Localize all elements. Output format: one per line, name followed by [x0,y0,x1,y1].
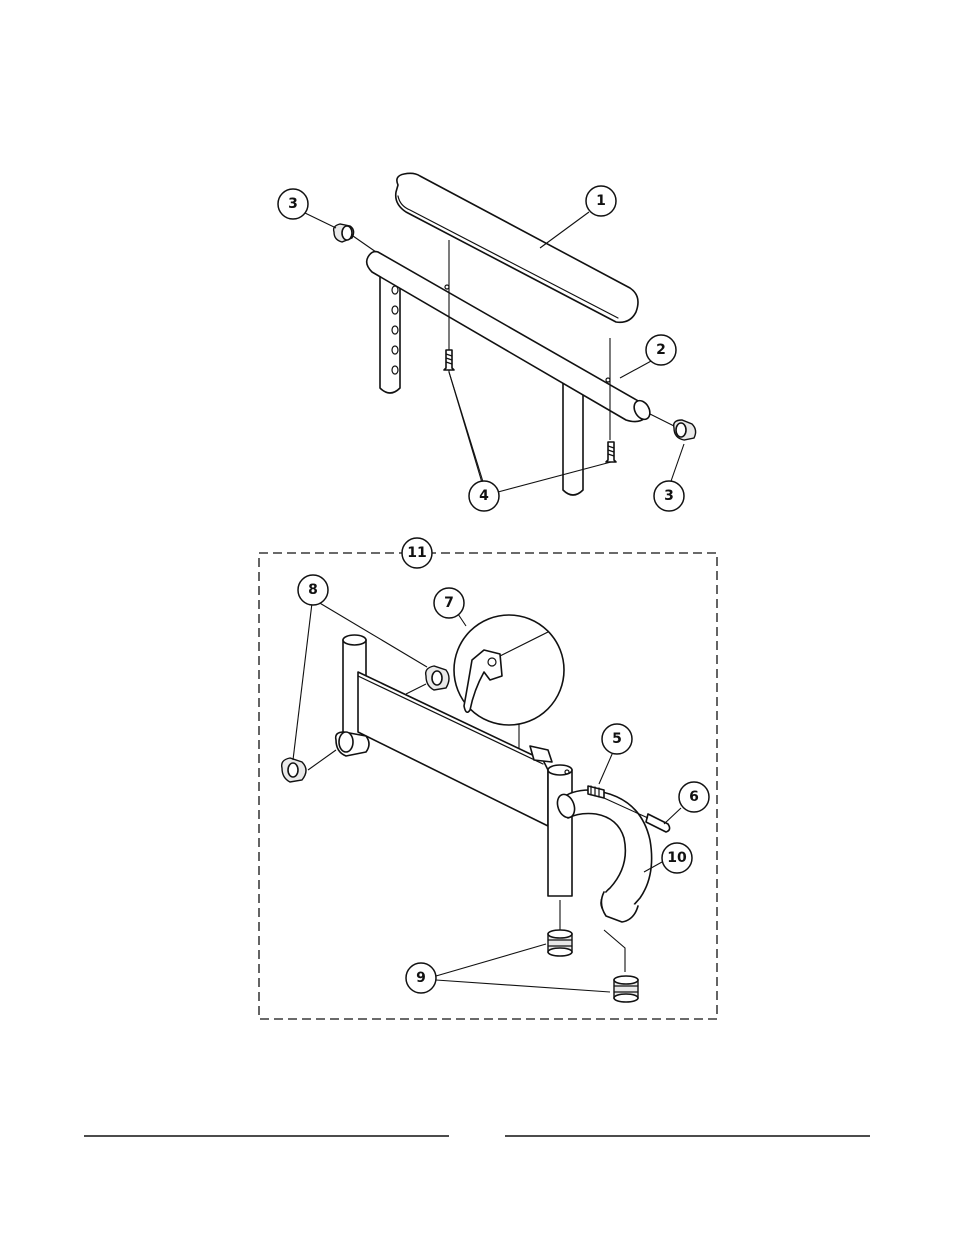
screw-left [444,350,454,370]
balloon-3-right: 3 [654,481,684,511]
balloon-3-right-label: 3 [664,488,674,504]
lever-detail-circle [454,615,564,725]
balloon-2-label: 2 [656,342,666,358]
balloon-2: 2 [646,335,676,365]
glide-left [548,930,572,956]
balloon-5-label: 5 [612,731,622,747]
balloon-7-label: 7 [444,595,454,611]
end-cap-right [674,420,696,440]
balloon-9: 9 [406,963,436,993]
upper-assembly [334,173,696,495]
balloon-1: 1 [586,186,616,216]
balloon-4-label: 4 [479,488,489,504]
balloon-11-label: 11 [407,545,426,561]
balloon-10: 10 [662,843,692,873]
balloon-10-label: 10 [667,850,687,866]
balloon-3-left: 3 [278,189,308,219]
glide-right [614,976,638,1002]
balloon-8: 8 [298,575,328,605]
screw-right [606,442,616,462]
balloon-1-label: 1 [596,193,606,209]
end-cap-left [334,224,354,242]
lower-left-socket [336,732,369,756]
lower-assembly: 11 [259,538,717,1019]
balloon-3-left-label: 3 [288,196,298,212]
knob-left [282,750,336,782]
balloon-7: 7 [434,588,464,618]
balloon-6-label: 6 [689,789,699,805]
right-vertical-tube [548,765,572,930]
balloon-6: 6 [679,782,709,812]
balloon-8-label: 8 [308,582,318,598]
balloon-5: 5 [602,724,632,754]
balloon-11: 11 [402,538,432,568]
balloon-9-label: 9 [416,970,426,986]
knob-right [406,666,449,694]
balloon-4: 4 [469,481,499,511]
